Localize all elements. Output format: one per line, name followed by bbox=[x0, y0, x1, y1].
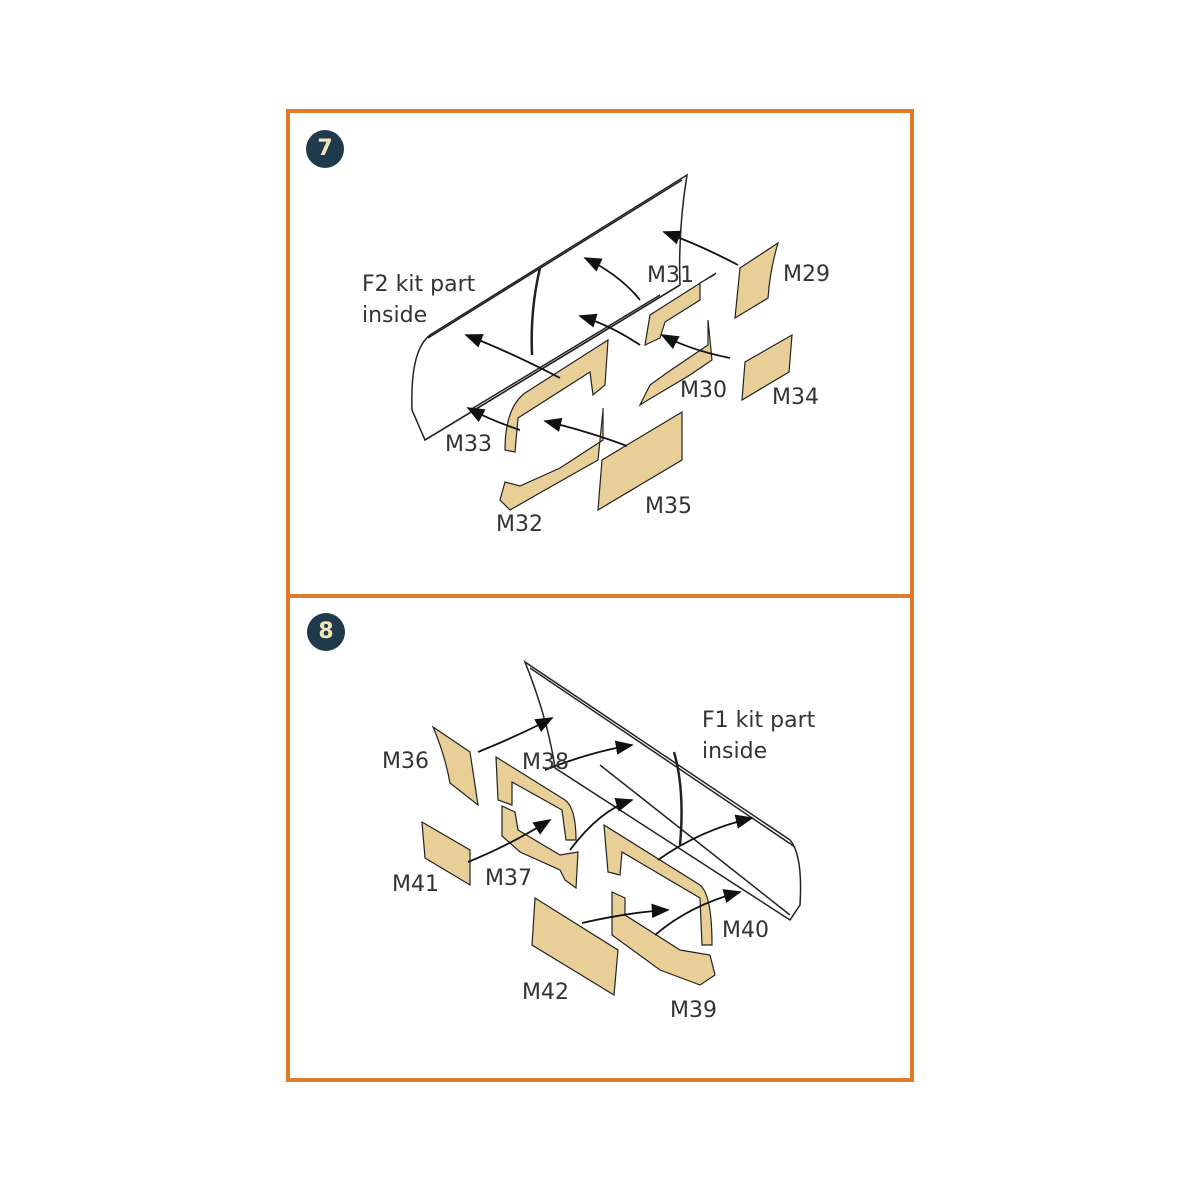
step-8-badge: 8 bbox=[307, 613, 345, 651]
mask-m41 bbox=[421, 820, 471, 887]
label-m32: M32 bbox=[496, 512, 543, 537]
mask-m39 bbox=[611, 891, 716, 986]
mask-m31 bbox=[644, 272, 717, 347]
label-m31: M31 bbox=[647, 263, 694, 288]
label-m35: M35 bbox=[645, 494, 692, 519]
label-m42: M42 bbox=[522, 980, 569, 1005]
mask-m37 bbox=[501, 805, 579, 890]
step7-note-line2: inside bbox=[362, 303, 428, 328]
step8-arrows bbox=[467, 717, 754, 936]
mask-m32 bbox=[499, 408, 604, 511]
step8-note-line2: inside bbox=[702, 739, 768, 764]
step7-masks bbox=[499, 241, 793, 512]
mask-m40 bbox=[603, 823, 713, 946]
mask-m29 bbox=[734, 241, 780, 320]
label-m34: M34 bbox=[772, 385, 819, 410]
mask-m30 bbox=[638, 319, 713, 407]
mask-m35 bbox=[597, 410, 683, 512]
label-m41: M41 bbox=[392, 872, 439, 897]
step7-arrows bbox=[464, 230, 739, 447]
mask-m38 bbox=[495, 755, 577, 841]
label-m33: M33 bbox=[445, 432, 492, 457]
label-m30: M30 bbox=[680, 378, 727, 403]
label-m40: M40 bbox=[722, 918, 769, 943]
step-divider bbox=[286, 594, 914, 598]
step7-note-line1: F2 kit part bbox=[362, 272, 476, 297]
mask-m34 bbox=[741, 333, 793, 402]
label-m37: M37 bbox=[485, 866, 532, 891]
step7-kit-part bbox=[411, 173, 689, 442]
mask-m42 bbox=[531, 896, 619, 997]
label-m38: M38 bbox=[522, 750, 569, 775]
label-m36: M36 bbox=[382, 749, 429, 774]
step-7-badge: 7 bbox=[306, 130, 344, 168]
label-m39: M39 bbox=[670, 998, 717, 1023]
step8-note-line1: F1 kit part bbox=[702, 708, 816, 733]
mask-m33 bbox=[504, 338, 609, 453]
step8-masks bbox=[421, 725, 716, 997]
mask-m36 bbox=[431, 725, 479, 807]
label-m29: M29 bbox=[783, 262, 830, 287]
